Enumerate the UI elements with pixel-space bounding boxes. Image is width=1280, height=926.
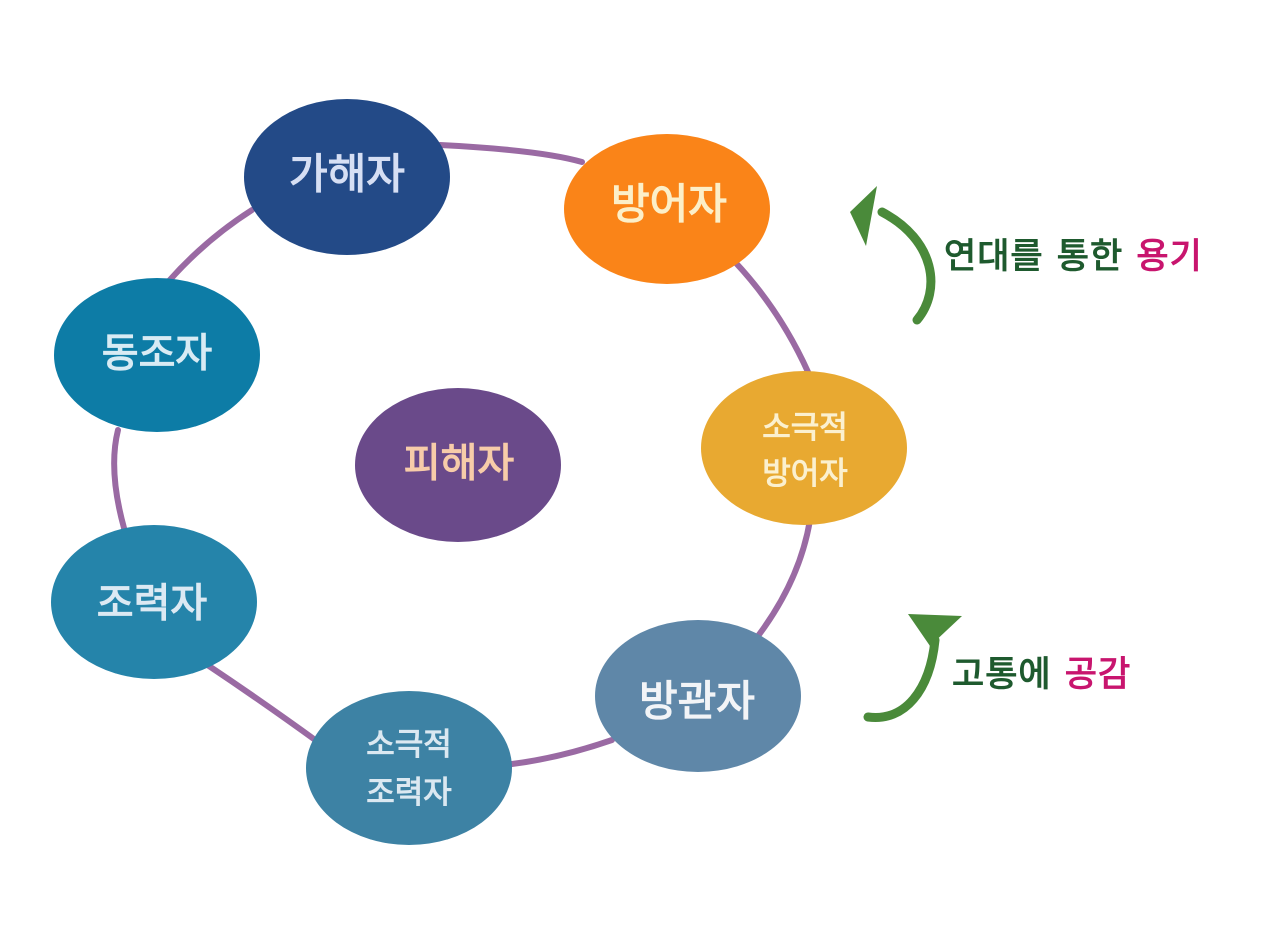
- node-bystander: 방관자: [595, 620, 801, 772]
- perpetrator-label: 가해자: [289, 150, 405, 199]
- node-assistant: 조력자: [51, 525, 257, 679]
- assistant-label: 조력자: [97, 580, 208, 627]
- courage-note-highlight: 용기: [1136, 237, 1203, 277]
- empathy-note: 고통에 공감: [952, 646, 1131, 697]
- passive-assistant-line1: 소극적: [366, 727, 452, 763]
- passive-assistant-line2: 조력자: [366, 775, 452, 811]
- passive-defender-line1: 소극적: [762, 410, 848, 446]
- empathy-note-highlight: 공감: [1064, 655, 1132, 695]
- node-passive-assistant: 소극적 조력자: [306, 691, 512, 845]
- node-perpetrator: 가해자: [244, 99, 450, 255]
- victim-label: 피해자: [404, 440, 515, 487]
- role-ring: [111, 142, 813, 767]
- defender-label: 방어자: [611, 180, 727, 229]
- empathy-arrow-icon: [863, 614, 962, 722]
- bystander-label: 방관자: [639, 677, 755, 726]
- empathy-note-main: 고통에: [952, 655, 1065, 695]
- courage-arrow-icon: [850, 186, 936, 325]
- node-reinforcer: 동조자: [54, 278, 260, 432]
- node-victim: 피해자: [355, 388, 561, 542]
- courage-note: 연대를 통한 용기: [944, 228, 1203, 279]
- node-passive-defender: 소극적 방어자: [701, 371, 907, 525]
- courage-note-main: 연대를 통한: [944, 237, 1137, 277]
- passive-defender-line2: 방어자: [762, 456, 848, 492]
- reinforcer-label: 동조자: [102, 330, 213, 377]
- node-defender: 방어자: [564, 134, 770, 284]
